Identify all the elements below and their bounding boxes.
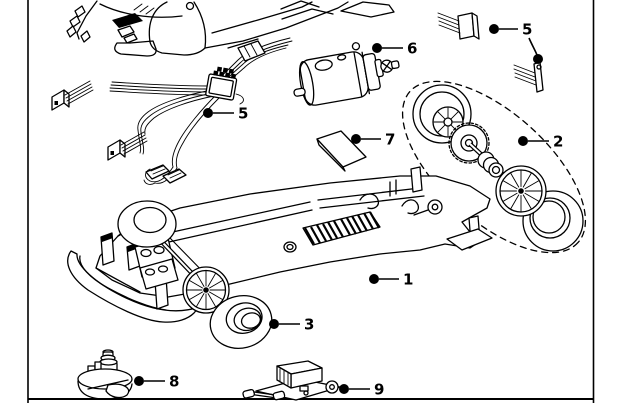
harness-connector [205, 66, 238, 101]
screw-post [283, 241, 297, 253]
callout-number: 5 [238, 105, 248, 123]
callout-number: 8 [169, 373, 179, 391]
motor [293, 42, 400, 106]
callout-number: 3 [304, 316, 314, 334]
page-frame [27, 0, 595, 403]
callout-8: 8 [134, 373, 179, 391]
callout-1: 1 [369, 271, 413, 289]
callout-dot [533, 54, 543, 64]
callout-number: 5 [522, 21, 532, 39]
callout-number: 6 [407, 40, 417, 58]
callout-dot [489, 24, 499, 34]
chassis-vents [302, 211, 381, 246]
harness-clip [107, 131, 148, 161]
callout-6: 6 [372, 40, 417, 58]
callout-leader [528, 37, 538, 56]
harness-clip [51, 80, 94, 111]
callout-number: 7 [385, 131, 395, 149]
callout-5-harness: 5 [203, 105, 248, 123]
axle-bushings [477, 151, 504, 178]
rear-rim-right [495, 165, 547, 217]
callout-dot [372, 43, 382, 53]
callout-dot [518, 136, 528, 146]
rear-axle-assembly [401, 80, 587, 254]
callout-dot [203, 108, 213, 118]
callout-number: 9 [374, 381, 384, 399]
digital-chip [242, 360, 341, 401]
foam-pad [316, 130, 367, 172]
callouts: 1 2 3 5 5 6 [134, 21, 563, 399]
front-left-tire [117, 200, 177, 248]
chassis-eyelet [427, 199, 443, 215]
car-body-shell [66, 0, 395, 57]
callout-dot [351, 134, 361, 144]
motor-pinion [374, 58, 400, 78]
wiring-harness [51, 37, 293, 185]
callout-dot [269, 319, 279, 329]
callout-number: 1 [403, 271, 413, 289]
callout-3: 3 [269, 316, 314, 334]
callout-dot [134, 376, 144, 386]
callout-2: 2 [518, 133, 563, 151]
pickup-guide [77, 349, 133, 400]
rear-rim-left [432, 106, 464, 138]
callout-dot [339, 384, 349, 394]
callout-number: 2 [553, 133, 563, 151]
callout-9: 9 [339, 381, 384, 399]
front-tire [209, 295, 273, 349]
callout-5-eyelets: 5 [489, 21, 543, 64]
callout-dot [369, 274, 379, 284]
front-wheel [182, 266, 230, 314]
chassis-skid [446, 228, 493, 251]
chassis [67, 166, 493, 323]
callout-7: 7 [351, 131, 395, 149]
